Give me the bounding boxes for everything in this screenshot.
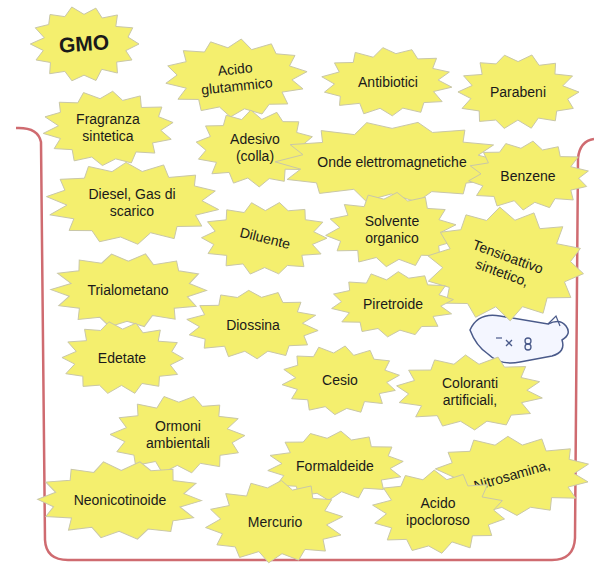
- starburst-node: Coloranti artificiali,: [395, 354, 545, 430]
- starburst-outline: [275, 122, 505, 202]
- substance-label: Fragranza sintetica: [66, 111, 150, 145]
- starburst-node: Edetate: [60, 321, 184, 395]
- starburst-outline: [110, 396, 245, 472]
- starburst-node: Ormoni ambientali: [110, 395, 246, 475]
- starburst-outline: [332, 272, 454, 337]
- starburst-node: Onde elettromagnetiche: [275, 121, 508, 203]
- starburst-node: Acido glutammico: [164, 38, 308, 117]
- starburst-node: Antibiotici: [321, 47, 454, 117]
- starburst-node: Neonicotinoide: [37, 460, 204, 540]
- starburst-outline: [187, 290, 318, 358]
- starburst-outline: [206, 481, 343, 563]
- substance-label: Coloranti artificiali,: [424, 375, 516, 409]
- starburst-node: Piretroide: [330, 271, 456, 337]
- substance-label: Piretroide: [355, 296, 431, 313]
- starburst-outline: [282, 346, 399, 415]
- starburst-node: Diossina: [186, 290, 320, 360]
- starburst-node: Benzene: [466, 141, 590, 211]
- starburst-node: Acido ipocloroso: [370, 470, 506, 554]
- substance-label: Antibiotici: [346, 74, 430, 91]
- starburst-node: Diesel, Gas di scarico: [44, 161, 220, 245]
- starburst-node: Tensioattivo sintetico,: [425, 207, 585, 322]
- substance-label: Edetate: [90, 350, 154, 367]
- starburst-outline: [51, 254, 207, 327]
- substance-label: Solvente organico: [350, 213, 434, 247]
- substance-label: Neonicotinoide: [67, 492, 173, 509]
- starburst-outline: [166, 40, 307, 118]
- substance-label: Diossina: [216, 317, 290, 334]
- substance-label: Adesivo (colla): [219, 131, 291, 165]
- starburst-outline: [397, 355, 543, 430]
- substance-label: Cesio: [316, 372, 364, 389]
- substance-label: Formaldeide: [291, 458, 379, 475]
- cloth-character: [470, 315, 568, 363]
- substance-label: Trialometano: [78, 282, 178, 299]
- substance-label: GMO: [53, 29, 115, 58]
- substance-label: Mercurio: [240, 514, 310, 531]
- starburst-outline: [373, 470, 505, 553]
- substance-label: Benzene: [493, 168, 563, 185]
- substance-label: Diesel, Gas di scarico: [76, 186, 188, 220]
- substance-label: Acido ipocloroso: [401, 495, 475, 529]
- starburst-node: Mercurio: [205, 480, 345, 564]
- starburst-node: GMO: [29, 6, 139, 82]
- starburst-outline: [322, 48, 452, 116]
- starburst-node: Trialometano: [49, 252, 207, 328]
- starburst-outline: [37, 462, 201, 539]
- starburst-node: Parabeni: [456, 54, 580, 130]
- starburst-node: Cesio: [280, 345, 400, 415]
- starburst-outline: [47, 162, 219, 244]
- substance-label: Parabeni: [481, 84, 555, 101]
- starburst-node: Fragranza sintetica: [41, 90, 174, 166]
- substance-label: Ormoni ambientali: [138, 418, 218, 452]
- starburst-outline: [469, 141, 589, 210]
- substance-label: Onde elettromagnetiche: [317, 154, 467, 171]
- starburst-outline: [62, 322, 184, 394]
- starburst-outline: [30, 7, 139, 81]
- starburst-outline: [458, 55, 579, 128]
- starburst-outline: [428, 207, 584, 321]
- starburst-node: Diluente: [201, 201, 329, 275]
- starburst-outline: [202, 203, 327, 274]
- starburst-outline: [44, 91, 174, 165]
